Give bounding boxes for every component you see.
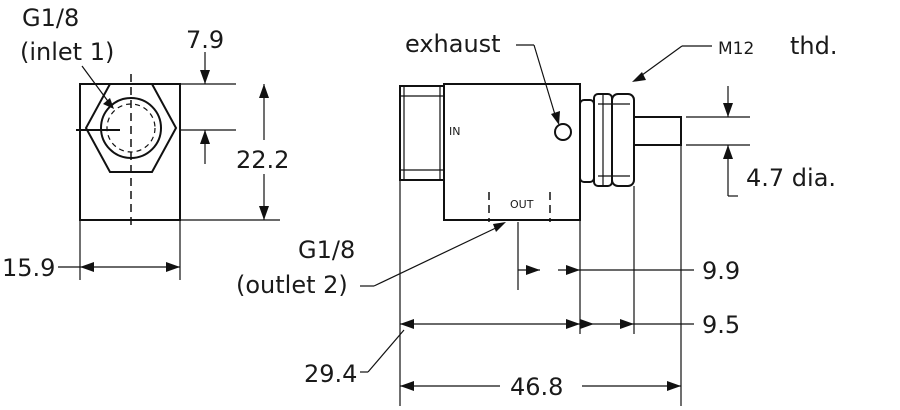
height-dim-arrow-bottom	[259, 206, 269, 220]
dim468-arrow-right	[667, 381, 681, 391]
dim95-arrow-right	[620, 319, 634, 329]
outlet-name-label: (outlet 2)	[236, 271, 348, 299]
inlet-name-label: (inlet 1)	[20, 38, 114, 66]
inlet-thread-label: G1/8	[22, 4, 79, 32]
hex-dim-arrow-lower	[200, 130, 210, 144]
dim99-arrow-left	[526, 265, 540, 275]
actuator-pin	[633, 116, 682, 146]
hex-nut-outline	[84, 83, 178, 173]
pin-dim-arrow-upper	[723, 103, 733, 117]
inlet-leader	[81, 65, 111, 105]
end-view	[76, 74, 181, 230]
inlet-leader-arrow	[103, 98, 114, 109]
dim-overall-label: 46.8	[510, 373, 563, 401]
exhaust-port	[554, 123, 572, 141]
hex-height-label: 7.9	[186, 26, 224, 54]
dim95-arrow-left	[580, 319, 594, 329]
outlet-thread-label: G1/8	[298, 236, 355, 264]
width-label: 15.9	[2, 254, 55, 282]
width-dim-arrow-right	[166, 262, 180, 272]
exhaust-leader-diag	[533, 44, 557, 119]
inlet-hex-fitting	[399, 85, 445, 181]
hex-dim-arrow-upper	[200, 70, 210, 84]
outlet-leader-diag	[373, 225, 501, 287]
height-label: 22.2	[236, 146, 289, 174]
thread-rings	[579, 99, 595, 183]
valve-body	[443, 83, 581, 221]
dim468-arrow-left	[400, 381, 414, 391]
dim294-arrow-left	[400, 319, 414, 329]
height-dim-arrow-top	[259, 84, 269, 98]
dim294-arrow-right	[566, 319, 580, 329]
mount-leader-diag	[637, 45, 683, 79]
exhaust-label: exhaust	[405, 30, 501, 58]
width-dim-arrow-left	[80, 262, 94, 272]
out-port-label: OUT	[510, 198, 534, 211]
in-port-label: IN	[449, 125, 460, 138]
mount-nut-2	[611, 93, 635, 187]
mount-thread-label: M12	[718, 39, 754, 59]
dim-nut-label: 9.5	[702, 311, 740, 339]
exhaust-leader-arrow	[551, 111, 560, 125]
dim-body-label: 29.4	[304, 360, 357, 388]
side-view: IN OUT	[399, 83, 682, 222]
height-label-bg	[234, 140, 294, 174]
pin-diameter-label: 4.7 dia.	[746, 164, 836, 192]
dim-outlet-to-face-label: 9.9	[702, 257, 740, 285]
mount-leader-arrow	[632, 72, 646, 82]
pin-dim-arrow-lower	[723, 145, 733, 159]
dim-body-leader-diag	[367, 329, 405, 373]
dim99-arrow-right	[566, 265, 580, 275]
outlet-leader-arrow	[493, 222, 506, 232]
mount-thread-suffix: thd.	[790, 32, 837, 60]
